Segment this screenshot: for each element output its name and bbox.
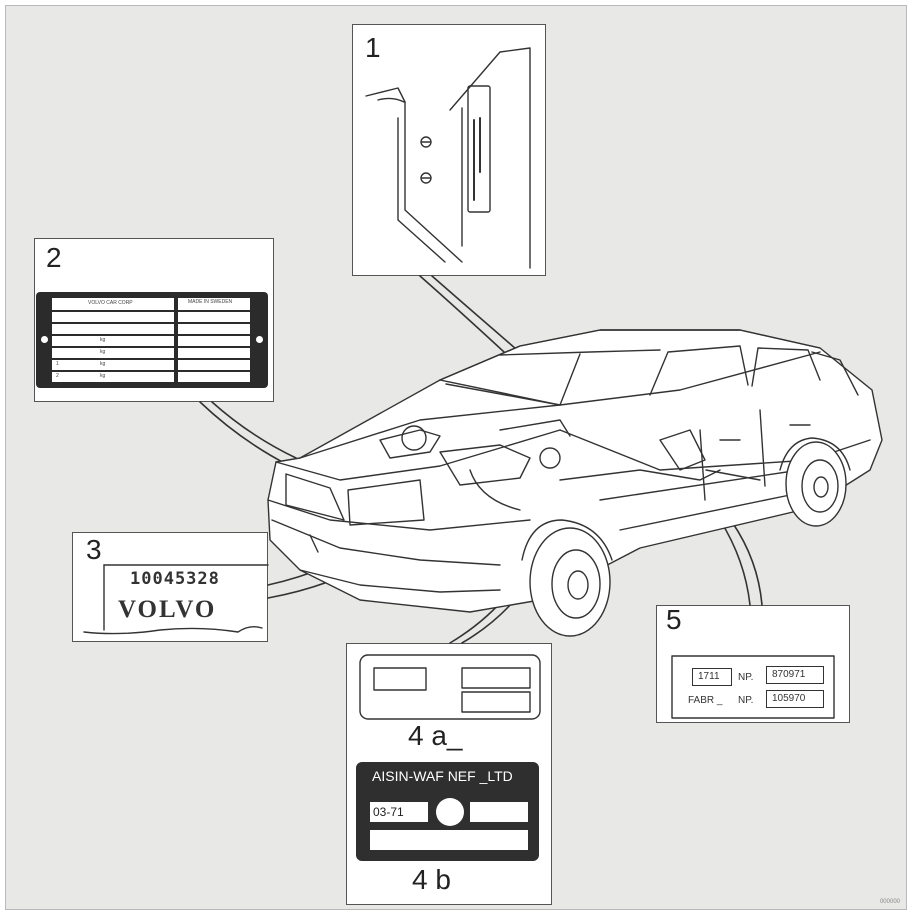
rear-wheel [779,437,851,527]
stamped-vin-number: 10045328 [130,569,220,589]
transmission-plate [356,762,539,861]
type-plate [36,292,268,388]
figure-reference: 000000 [879,899,900,905]
body-plate-box-3 [766,690,824,708]
callout-number-3: 3 [86,534,102,565]
type-plate-row [178,312,250,322]
callout-number-4b: 4 b [412,864,451,895]
callout-number-2: 2 [46,242,62,273]
type-plate-row [52,336,174,346]
type-plate-row-label: kg [100,373,106,379]
callout-number-4a: 4 a_ [408,720,463,751]
type-plate-header-right [178,298,250,310]
car-details [267,329,871,593]
body-plate-label-1: NP. [738,672,754,683]
type-plate-row [178,348,250,358]
type-plate-row [52,312,174,322]
stamped-brand-name: VOLVO [118,596,217,623]
type-plate-row [52,348,174,358]
transmission-code: 03-71 [373,805,404,819]
body-plate-box-1-text: 1711 [698,671,720,682]
body-plate-box-1 [692,668,732,686]
vin-stamp-plate [83,564,269,635]
plate-4a [359,654,541,720]
plate-5-outline [671,655,835,719]
body-plate-label-2b: NP. [738,695,754,706]
type-plate-header-left [52,298,174,310]
type-plate-header-left-text: VOLVO CAR CORP [88,300,133,306]
body-plate-label-2a: FABR _ [688,695,723,706]
transmission-serial-box [470,802,528,822]
callout-box-1 [352,24,546,276]
type-plate-row [178,336,250,346]
type-plate-row-prefix: 2 [56,373,59,379]
transmission-code-box [370,802,428,822]
type-plate-row [178,360,250,370]
windshield-detail [365,47,531,269]
type-plate-row [178,324,250,334]
rivet-right [256,336,263,343]
type-plate-row-prefix: 1 [56,361,59,367]
type-plate-row-label: kg [100,349,106,355]
front-wheel [521,519,613,637]
type-plate-row [178,372,250,382]
rivet-left [41,336,48,343]
transmission-plate-circle [436,798,464,826]
type-plate-row-label: kg [100,337,106,343]
body-plate-box-2-text: 870971 [772,669,806,680]
transmission-bottom-box [370,830,528,850]
type-plate-row [52,372,174,382]
body-plate-box-3-text: 105970 [772,693,806,704]
transmission-maker: AISIN-WAF NEF _LTD [372,768,513,784]
vin-strip-marks [473,117,481,201]
callout-number-1: 1 [365,32,381,63]
type-plate-row [52,324,174,334]
type-plate-row-label: kg [100,361,106,367]
body-plate-box-2 [766,666,824,684]
type-plate-row [52,360,174,370]
callout-number-5: 5 [666,604,682,635]
type-plate-header-right-text: MADE IN SWEDEN [188,299,233,305]
